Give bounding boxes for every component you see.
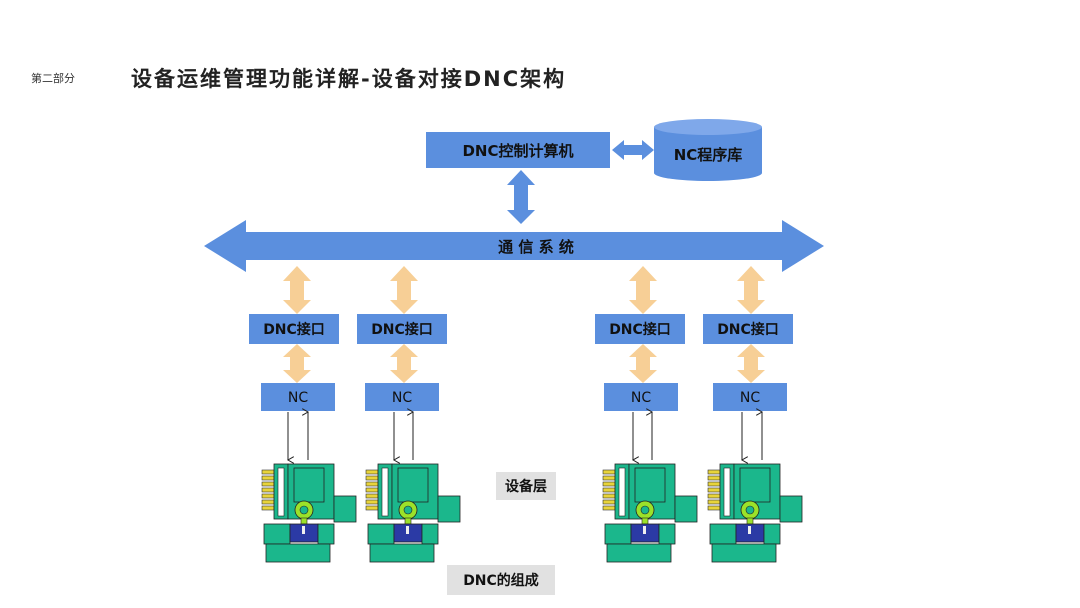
computer-comm-arrow xyxy=(507,170,535,224)
comm-interface-arrow xyxy=(390,266,418,314)
equipment-layer-label: 设备层 xyxy=(505,478,547,495)
nc-unit-4: NC xyxy=(740,390,760,406)
machine-tool-3 xyxy=(602,463,698,563)
dnc-interface-4: DNC接口 xyxy=(717,321,779,338)
nc-program-library-label: NC程序库 xyxy=(674,146,743,164)
diagram-caption: DNC的组成 xyxy=(447,565,555,595)
dnc-control-computer-label: DNC控制计算机 xyxy=(462,142,573,160)
diagram-caption-label: DNC的组成 xyxy=(463,572,539,589)
column-2: DNC接口 NC xyxy=(357,266,461,563)
machine-tool-2 xyxy=(365,463,461,563)
column-1: DNC接口 NC xyxy=(249,266,357,563)
interface-nc-arrow xyxy=(629,344,657,383)
comm-interface-arrow xyxy=(283,266,311,314)
comm-interface-arrow xyxy=(737,266,765,314)
machine-tool-1 xyxy=(261,463,357,563)
interface-nc-arrow xyxy=(737,344,765,383)
nc-program-library: NC程序库 xyxy=(654,119,762,181)
communication-system: 通 信 系 统 xyxy=(204,220,824,272)
computer-library-arrow xyxy=(612,140,654,160)
dnc-interface-2: DNC接口 xyxy=(371,321,433,338)
page-title: 设备运维管理功能详解-设备对接DNC架构 xyxy=(131,67,567,91)
communication-system-label: 通 信 系 统 xyxy=(498,238,574,256)
column-3: DNC接口 NC xyxy=(595,266,698,563)
dnc-interface-3: DNC接口 xyxy=(609,321,671,338)
equipment-layer: 设备层 xyxy=(496,472,556,500)
dnc-control-computer: DNC控制计算机 xyxy=(426,132,610,168)
dnc-interface-1: DNC接口 xyxy=(263,321,325,338)
interface-nc-arrow xyxy=(390,344,418,383)
nc-unit-1: NC xyxy=(288,390,308,406)
comm-interface-arrow xyxy=(629,266,657,314)
interface-nc-arrow xyxy=(283,344,311,383)
column-4: DNC接口 NC xyxy=(703,266,803,563)
machine-tool-4 xyxy=(707,463,803,563)
nc-unit-3: NC xyxy=(631,390,651,406)
nc-unit-2: NC xyxy=(392,390,412,406)
section-label: 第二部分 xyxy=(31,72,75,85)
